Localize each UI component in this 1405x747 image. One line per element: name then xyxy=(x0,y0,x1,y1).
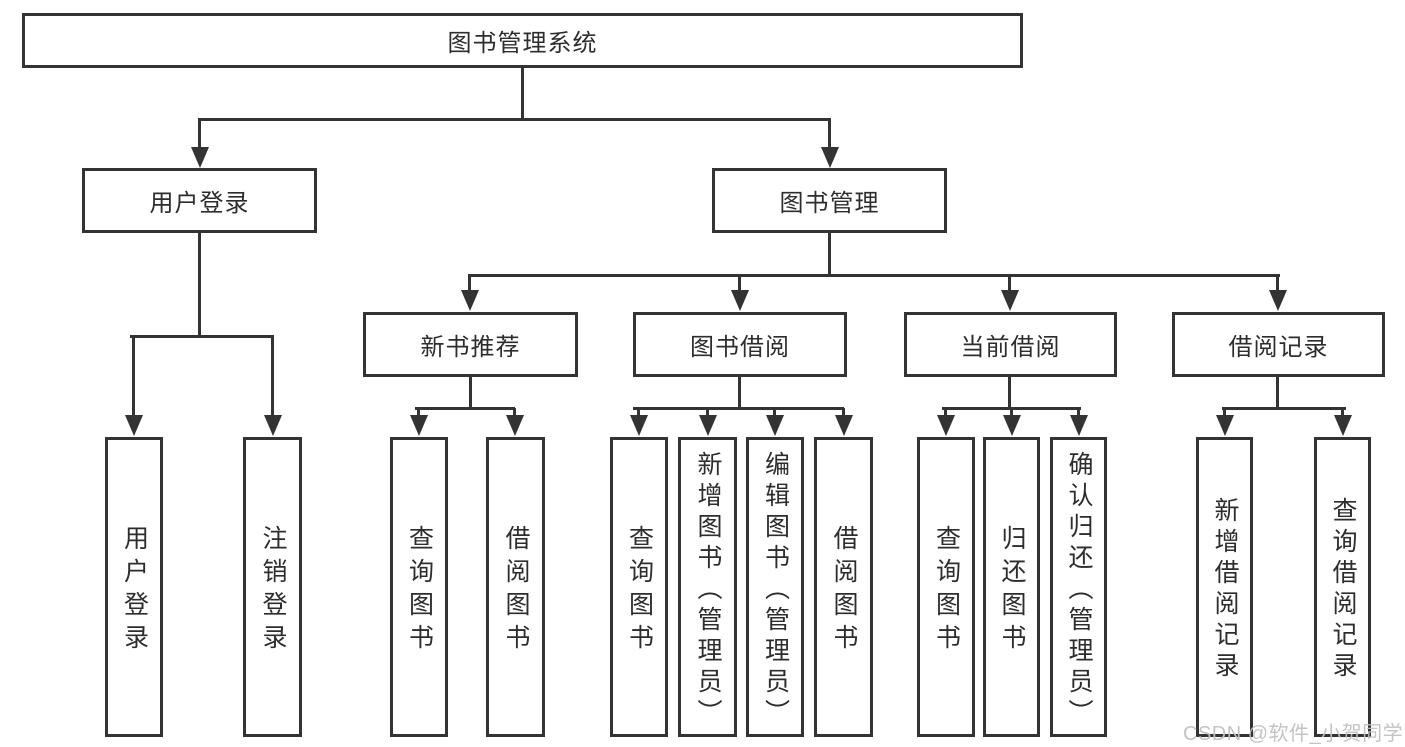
arrow-down-icon xyxy=(1008,274,1011,291)
leaf-borrow-query-book: 查询图书 xyxy=(610,437,668,737)
connector-line xyxy=(1008,377,1011,410)
leaf-records-add-record: 新增借阅记录 xyxy=(1196,437,1253,737)
node-label: 查询图书 xyxy=(405,525,434,657)
arrow-down-icon xyxy=(1341,408,1344,416)
node-label: 注销登录 xyxy=(259,525,287,657)
connector-line xyxy=(828,233,831,277)
arrow-down-icon xyxy=(1276,274,1279,291)
node-library-system: 图书管理系统 xyxy=(22,13,1023,68)
node-label: 借阅图书 xyxy=(830,525,858,657)
node-label: 查询图书 xyxy=(932,525,961,657)
leaf-current-return-book: 归还图书 xyxy=(983,437,1040,737)
connector-line xyxy=(633,407,844,410)
node-label: 确认归还（管理员） xyxy=(1065,450,1093,730)
connector-line xyxy=(130,335,274,338)
arrow-down-icon xyxy=(944,408,947,416)
arrow-down-icon xyxy=(198,118,201,148)
connector-line xyxy=(468,274,1280,277)
arrow-down-icon xyxy=(1223,408,1226,416)
leaf-logout-login: 注销登录 xyxy=(243,437,302,737)
leaf-borrow-add-book-admin: 新增图书（管理员） xyxy=(678,437,737,737)
arrow-down-icon xyxy=(706,408,709,416)
node-label: 用户登录 xyxy=(120,525,149,657)
arrow-down-icon xyxy=(637,408,640,416)
connector-line xyxy=(198,233,201,337)
node-label: 新书推荐 xyxy=(420,334,521,361)
node-label: 查询借阅记录 xyxy=(1329,497,1357,683)
connector-line xyxy=(1222,407,1346,410)
leaf-current-confirm-return-admin: 确认归还（管理员） xyxy=(1050,437,1107,737)
connector-line xyxy=(469,377,472,410)
connector-line xyxy=(415,407,515,410)
node-label: 图书借阅 xyxy=(690,334,790,361)
node-current-borrowing: 当前借阅 xyxy=(904,312,1117,377)
node-label: 图书管理 xyxy=(779,190,880,217)
leaf-recommend-query-book: 查询图书 xyxy=(390,437,448,737)
node-book-borrowing: 图书借阅 xyxy=(633,312,847,377)
node-borrowing-records: 借阅记录 xyxy=(1172,312,1385,377)
node-label: 借阅记录 xyxy=(1228,334,1329,361)
node-label: 借阅图书 xyxy=(502,525,530,657)
node-label: 图书管理系统 xyxy=(447,30,598,57)
leaf-borrow-borrow-book: 借阅图书 xyxy=(814,437,873,737)
node-label: 编辑图书（管理员） xyxy=(761,450,790,730)
arrow-down-icon xyxy=(132,335,135,416)
watermark: CSDN @软件_小贺同学 xyxy=(1183,723,1404,745)
leaf-current-query-book: 查询图书 xyxy=(917,437,975,737)
node-new-book-recommend: 新书推荐 xyxy=(363,312,578,377)
connector-line xyxy=(198,118,831,121)
node-user-login: 用户登录 xyxy=(82,168,317,233)
arrow-down-icon xyxy=(773,408,776,416)
node-label: 查询图书 xyxy=(625,525,654,657)
node-label: 归还图书 xyxy=(998,525,1026,657)
arrow-down-icon xyxy=(842,408,845,416)
leaf-user-login: 用户登录 xyxy=(105,437,163,737)
arrow-down-icon xyxy=(1077,408,1080,416)
node-label: 新增图书（管理员） xyxy=(694,450,722,730)
arrow-down-icon xyxy=(513,408,516,416)
arrow-down-icon xyxy=(738,274,741,291)
node-label: 新增借阅记录 xyxy=(1211,497,1239,683)
connector-line xyxy=(1276,377,1279,410)
leaf-recommend-borrow-book: 借阅图书 xyxy=(486,437,545,737)
node-book-management: 图书管理 xyxy=(712,168,947,233)
arrow-down-icon xyxy=(417,408,420,416)
arrow-down-icon xyxy=(468,274,471,291)
leaf-borrow-edit-book-admin: 编辑图书（管理员） xyxy=(746,437,804,737)
node-label: 当前借阅 xyxy=(960,334,1061,361)
node-label: 用户登录 xyxy=(149,190,250,217)
connector-line xyxy=(521,68,524,120)
arrow-down-icon xyxy=(828,118,831,148)
arrow-down-icon xyxy=(271,335,274,416)
connector-line xyxy=(738,377,741,410)
leaf-records-query-record: 查询借阅记录 xyxy=(1314,437,1371,737)
arrow-down-icon xyxy=(1010,408,1013,416)
